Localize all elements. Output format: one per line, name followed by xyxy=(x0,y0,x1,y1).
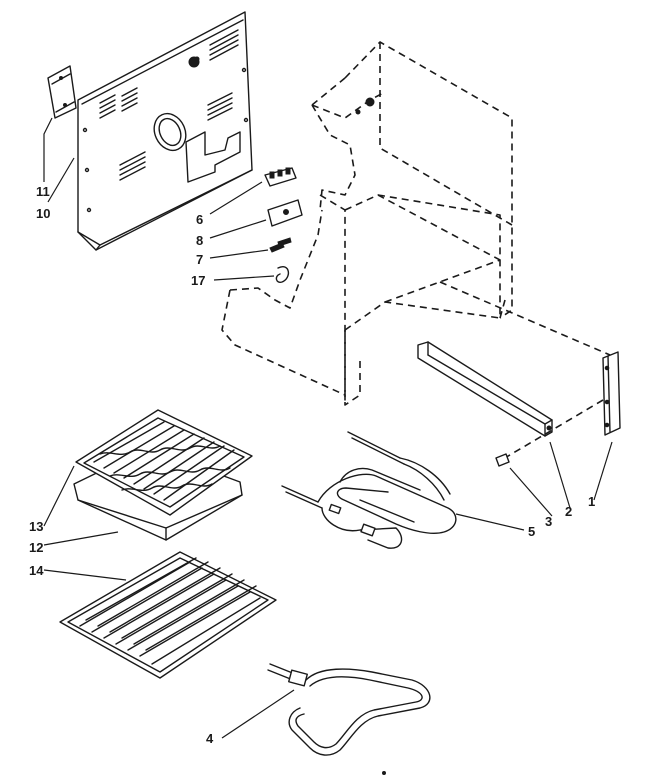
callout-13: 13 xyxy=(29,519,43,534)
mount-bracket xyxy=(267,199,303,227)
callout-5: 5 xyxy=(528,524,535,539)
callout-12: 12 xyxy=(29,540,43,555)
broil-grid xyxy=(75,409,253,516)
callout-14: 14 xyxy=(29,563,44,578)
vent-slots xyxy=(99,29,239,181)
callout-17: 17 xyxy=(191,273,205,288)
callout-3: 3 xyxy=(545,514,552,529)
wire-clip xyxy=(275,266,289,284)
oven-rack xyxy=(59,551,277,679)
callout-6: 6 xyxy=(196,212,203,227)
callout-2: 2 xyxy=(565,504,572,519)
screws xyxy=(269,237,292,253)
terminal-block xyxy=(264,167,297,187)
callout-8: 8 xyxy=(196,233,203,248)
oven-cavity-phantom xyxy=(221,41,611,406)
callout-10: 10 xyxy=(36,206,50,221)
callout-11: 11 xyxy=(36,184,50,199)
callout-labels: 11 10 6 8 7 17 13 12 14 5 3 2 1 4 xyxy=(29,184,595,746)
leader-lines xyxy=(43,117,613,739)
side-trim-rail xyxy=(417,341,553,437)
callout-7: 7 xyxy=(196,252,203,267)
panel-bracket xyxy=(47,65,77,119)
callout-1: 1 xyxy=(588,494,595,509)
callout-4: 4 xyxy=(206,731,214,746)
broil-element xyxy=(267,663,431,775)
bake-element xyxy=(281,431,457,549)
side-end-bracket xyxy=(497,351,621,463)
screw-3 xyxy=(495,453,510,467)
oven-back-panel xyxy=(77,11,253,251)
